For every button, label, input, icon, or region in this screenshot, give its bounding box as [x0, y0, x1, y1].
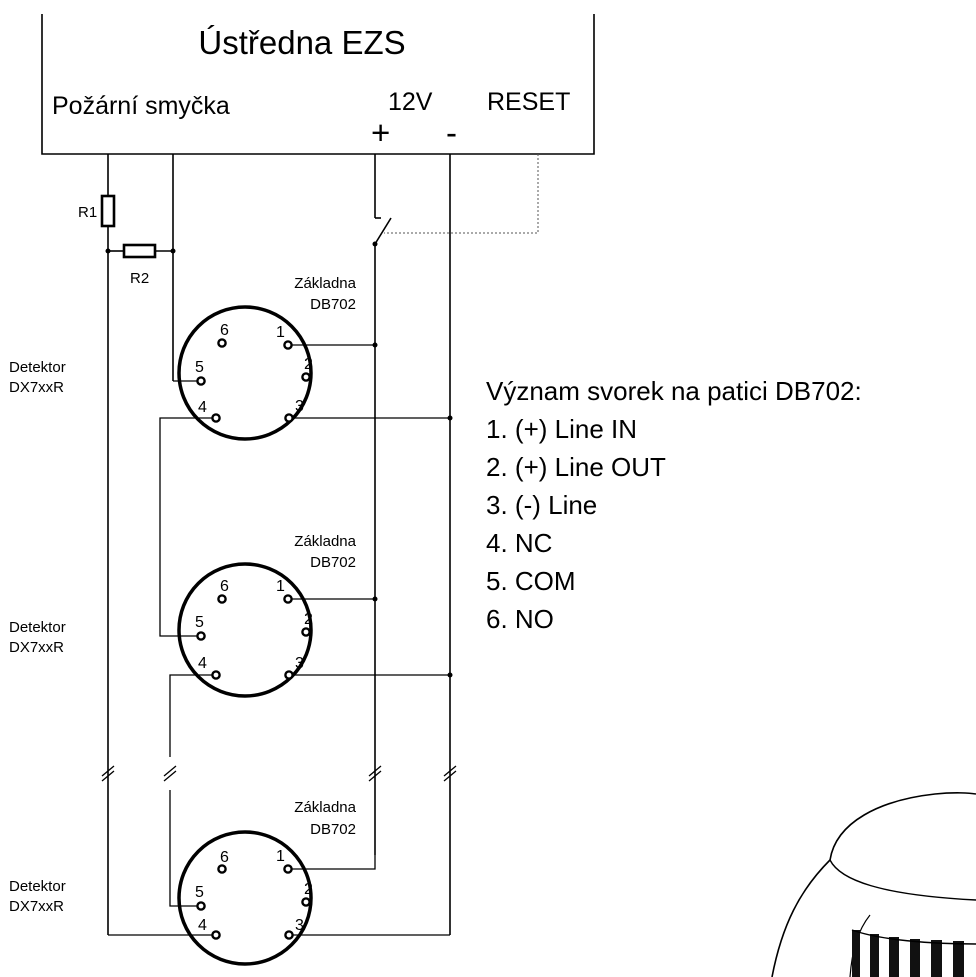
- base-3-model: DB702: [310, 821, 356, 838]
- legend-item-6: 6. NO: [486, 604, 554, 634]
- base-1-pin-5-label: 5: [195, 359, 204, 376]
- minus-terminal: -: [446, 114, 457, 151]
- legend-title: Význam svorek na patici DB702:: [486, 376, 862, 406]
- base-2-socket: [177, 562, 313, 698]
- base-2-terminal-3: [284, 670, 294, 680]
- legend-item-5: 5. COM: [486, 566, 576, 596]
- panel-title: Ústředna EZS: [198, 24, 405, 61]
- base-2-pin-6-label: 6: [220, 578, 229, 595]
- base-2-terminal-2: [301, 627, 311, 637]
- base-3-pin-6-label: 6: [220, 849, 229, 866]
- base-3-pin-5-label: 5: [195, 884, 204, 901]
- smoke-detector-illustration: [771, 792, 976, 977]
- reset-label: RESET: [487, 88, 570, 116]
- base-2-pin-5-label: 5: [195, 614, 204, 631]
- wire-break-marks: [101, 765, 457, 782]
- reset-control-link: [384, 154, 539, 234]
- base-3-terminal-2: [301, 897, 311, 907]
- junction-dot: [170, 248, 176, 254]
- base-3-pin-2-label: 2: [304, 881, 313, 898]
- base-2-wire-pin4-out: [169, 674, 213, 757]
- r1-label: R1: [78, 204, 97, 221]
- detector-2-label: Detektor: [9, 619, 66, 636]
- plus-terminal: +: [371, 114, 390, 151]
- loop-label: Požární smyčka: [52, 92, 230, 120]
- legend-item-1: 1. (+) Line IN: [486, 414, 637, 444]
- base-3-terminal-1: [283, 864, 293, 874]
- detector-1-model: DX7xxR: [9, 379, 64, 396]
- detector-3-model: DX7xxR: [9, 898, 64, 915]
- base-3-pin-3-label: 3: [295, 917, 304, 934]
- base-3-terminal-6: [217, 864, 227, 874]
- base-2-terminal-5: [196, 631, 206, 641]
- reset-switch-blade: [374, 217, 392, 245]
- junction-dot: [105, 248, 111, 254]
- detector-2-model: DX7xxR: [9, 639, 64, 656]
- link-to-base3-pin5: [169, 790, 198, 907]
- base-1-terminal-2: [301, 372, 311, 382]
- base-1-terminal-4: [211, 413, 221, 423]
- base-1-pin-4-label: 4: [198, 399, 207, 416]
- base-3-socket: [177, 830, 313, 966]
- base-2-label: Základna: [294, 533, 356, 550]
- base-3-pin-1-label: 1: [276, 848, 285, 865]
- base-2-pin-1-label: 1: [276, 578, 285, 595]
- base-1-pin-1-label: 1: [276, 324, 285, 341]
- base-1-terminal-6: [217, 338, 227, 348]
- base-1-terminal-5: [196, 376, 206, 386]
- base-3-terminal-3: [284, 930, 294, 940]
- power-label: 12V: [388, 88, 433, 116]
- base-3-pin-4-label: 4: [198, 917, 207, 934]
- base-2-pin-3-label: 3: [295, 655, 304, 672]
- base-2-terminal-1: [283, 594, 293, 604]
- detector-1-label: Detektor: [9, 359, 66, 376]
- base-1-label: Základna: [294, 275, 356, 292]
- base-1-terminal-3: [284, 413, 294, 423]
- base-3-wire-pin1: [291, 855, 376, 870]
- base-2-terminal-4: [211, 670, 221, 680]
- base-2-model: DB702: [310, 554, 356, 571]
- junction-dot: [447, 415, 453, 421]
- detector-3-label: Detektor: [9, 878, 66, 895]
- base-1-terminal-1: [283, 340, 293, 350]
- terminal-legend: Význam svorek na patici DB702: 1. (+) Li…: [486, 376, 862, 634]
- base-3-terminal-4: [211, 930, 221, 940]
- base-2-pin-4-label: 4: [198, 655, 207, 672]
- control-panel-box: [41, 14, 595, 155]
- legend-item-2: 2. (+) Line OUT: [486, 452, 666, 482]
- base-2-terminal-6: [217, 594, 227, 604]
- junction-dot: [372, 342, 378, 348]
- base-3-label: Základna: [294, 799, 356, 816]
- base-1-socket: [177, 305, 313, 441]
- junction-dot: [372, 596, 378, 602]
- base-1-pin-6-label: 6: [220, 322, 229, 339]
- base-1-pin-2-label: 2: [304, 356, 313, 373]
- legend-item-3: 3. (-) Line: [486, 490, 597, 520]
- resistor-r1: [100, 194, 116, 228]
- resistor-r2: [122, 243, 157, 259]
- r2-label: R2: [130, 270, 149, 287]
- base-2-pin-2-label: 2: [304, 611, 313, 628]
- legend-item-4: 4. NC: [486, 528, 552, 558]
- base-1-pin-3-label: 3: [295, 398, 304, 415]
- junction-dot: [447, 672, 453, 678]
- base-1-model: DB702: [310, 296, 356, 313]
- base-3-terminal-5: [196, 901, 206, 911]
